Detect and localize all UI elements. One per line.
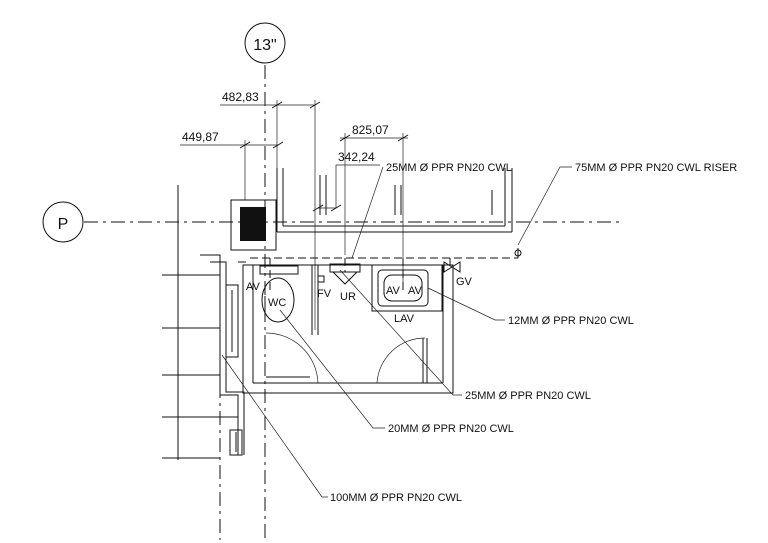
- label-av-lav-1: AV: [386, 285, 401, 297]
- upper-wall-lines: [276, 168, 513, 233]
- label-av-lav-2: AV: [408, 285, 423, 297]
- door-main: [376, 337, 428, 384]
- label-av-wc: AV: [246, 281, 261, 293]
- urinal: [317, 263, 361, 285]
- label-lav-supply: 12MM Ø PPR PN20 CWL: [508, 315, 634, 327]
- label-wc-supply: 20MM Ø PPR PN20 CWL: [388, 423, 514, 435]
- shaft-column: [230, 199, 277, 251]
- dimension-449-87-label: 449,87: [182, 130, 219, 144]
- dimension-482-83: 482,83: [220, 90, 321, 330]
- dimension-825-07-label: 825,07: [352, 123, 389, 137]
- label-ur: UR: [340, 291, 356, 303]
- dimension-342-24: 342,24: [312, 150, 380, 212]
- label-branch-25: 25MM Ø PPR PN20 CWL: [465, 390, 591, 402]
- left-wall: [162, 185, 245, 460]
- grid-bubble-13-label: 13": [253, 37, 276, 54]
- label-main-100: 100MM Ø PPR PN20 CWL: [330, 492, 462, 504]
- label-lav: LAV: [394, 313, 415, 325]
- riser-pipe: [514, 249, 522, 257]
- dimension-482-83-label: 482,83: [222, 90, 259, 104]
- water-closet: [259, 265, 299, 323]
- label-ur-supply: 25MM Ø PPR PN20 CWL: [386, 162, 512, 174]
- toilet-room-walls: [242, 264, 454, 394]
- dimension-825-07: 825,07: [339, 123, 409, 285]
- gate-valve: [443, 261, 461, 273]
- grid-bubble-13: [244, 22, 286, 64]
- label-gv: GV: [456, 276, 473, 288]
- grid-bubble-p-label: P: [58, 216, 69, 233]
- label-wc: WC: [268, 297, 286, 309]
- door-wc: [265, 332, 319, 384]
- leader-lines: [221, 166, 572, 498]
- grid-bubble-p: [42, 201, 84, 243]
- label-fv: FV: [317, 288, 332, 300]
- dimension-342-24-label: 342,24: [338, 150, 375, 164]
- dimension-449-87: 449,87: [180, 130, 284, 200]
- label-riser: 75MM Ø PPR PN20 CWL RISER: [575, 162, 737, 174]
